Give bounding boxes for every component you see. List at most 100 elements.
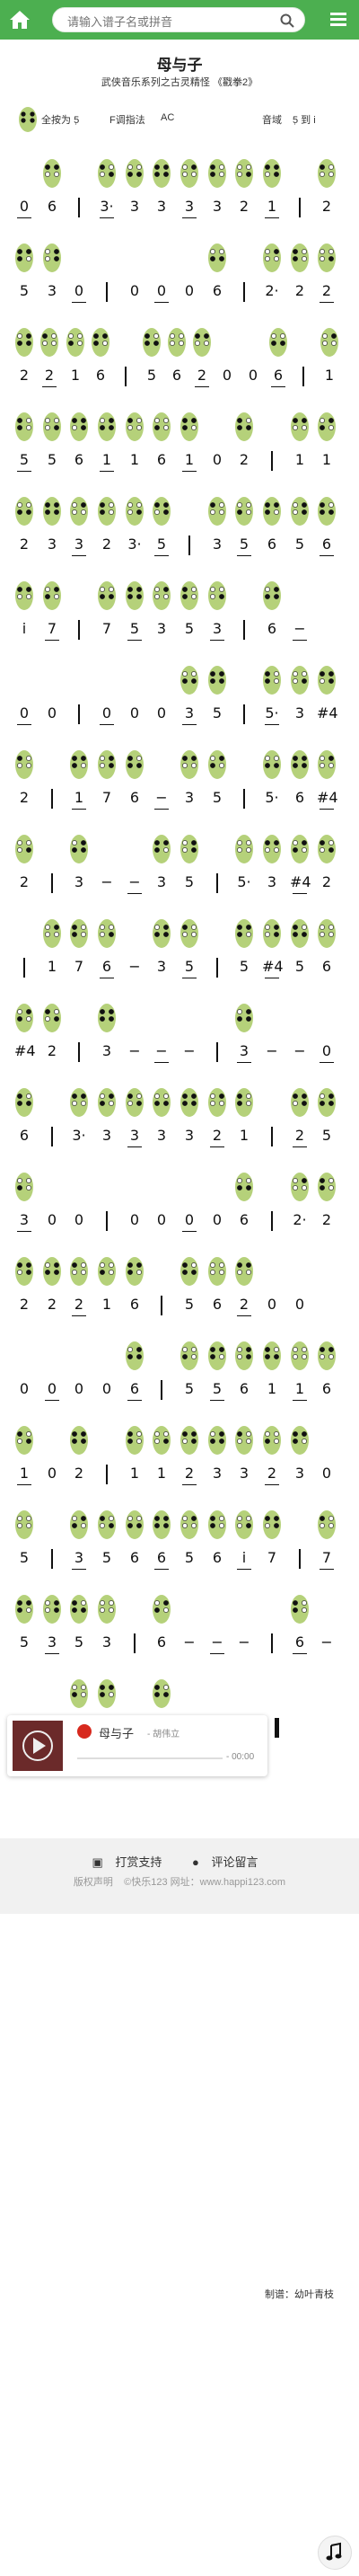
music-note-button[interactable] bbox=[318, 2536, 352, 2570]
note: 3 bbox=[125, 1127, 144, 1147]
ocarina-fingering-icon bbox=[291, 412, 309, 441]
note: 2 bbox=[294, 282, 305, 299]
note: 1 bbox=[321, 451, 332, 468]
note: 2 bbox=[69, 1296, 89, 1316]
ocarina-fingering-icon bbox=[235, 1088, 253, 1117]
ocarina-fingering-icon bbox=[15, 243, 33, 272]
ocarina-fingering-icon bbox=[153, 835, 171, 863]
ocarina-fingering-icon bbox=[193, 328, 211, 357]
fingering-row bbox=[14, 1421, 345, 1459]
note: 3 bbox=[69, 536, 89, 556]
ocarina-fingering-icon bbox=[98, 919, 116, 948]
note: 1 bbox=[97, 451, 117, 472]
note: − bbox=[152, 789, 171, 810]
ocarina-fingering-icon bbox=[235, 159, 253, 188]
note: 2 bbox=[207, 1127, 227, 1147]
bar-line bbox=[78, 198, 80, 217]
search-icon[interactable] bbox=[279, 13, 295, 29]
bar-line bbox=[302, 367, 304, 386]
ocarina-fingering-icon bbox=[126, 1341, 144, 1370]
copyright-link[interactable]: 版权声明 bbox=[73, 1877, 113, 1888]
note: 0 bbox=[184, 282, 195, 299]
ocarina-fingering-icon bbox=[180, 1426, 198, 1455]
note: − bbox=[152, 1042, 171, 1063]
ocarina-fingering-icon bbox=[263, 1510, 281, 1539]
note: 6 bbox=[290, 1633, 310, 1654]
ocarina-fingering-icon bbox=[43, 159, 61, 188]
player-time: - 00:00 bbox=[226, 1752, 255, 1762]
note: 5 bbox=[184, 873, 195, 890]
ocarina-fingering-icon bbox=[66, 328, 84, 357]
home-icon[interactable] bbox=[7, 7, 32, 32]
note: 2 bbox=[180, 1465, 199, 1485]
music-player[interactable]: 母与子 - 胡伟立 - 00:00 bbox=[7, 1715, 267, 1776]
note: 1 bbox=[267, 1380, 277, 1397]
note: 1 bbox=[156, 1465, 167, 1482]
footer-copyright: 版权声明 ©快乐123 网址：www.happi123.com bbox=[0, 1874, 359, 1889]
note: 6 bbox=[129, 1296, 140, 1313]
note: 3 bbox=[47, 282, 57, 299]
player-song: 母与子 bbox=[99, 1727, 135, 1740]
ocarina-fingering-icon bbox=[126, 1088, 144, 1117]
note: 2 bbox=[74, 1465, 84, 1482]
ocarina-fingering-icon bbox=[98, 581, 116, 610]
note: 0 bbox=[156, 1211, 167, 1228]
comment-link[interactable]: ● 评论留言 bbox=[192, 1855, 258, 1869]
note: 2 bbox=[317, 282, 337, 303]
bar-line bbox=[23, 958, 25, 978]
ocarina-fingering-icon bbox=[180, 919, 198, 948]
ocarina-fingering-icon bbox=[153, 1426, 171, 1455]
note: 1 bbox=[180, 451, 199, 472]
progress-bar[interactable] bbox=[77, 1757, 223, 1759]
note: 3 bbox=[101, 1127, 112, 1144]
ocarina-fingering-icon bbox=[208, 1257, 226, 1286]
note: 5 bbox=[321, 1127, 332, 1144]
netease-icon bbox=[77, 1724, 92, 1739]
ocarina-fingering-icon bbox=[318, 1510, 336, 1539]
ocarina-fingering-icon bbox=[318, 243, 336, 272]
ocarina-fingering-icon bbox=[98, 1088, 116, 1117]
ocarina-fingering-icon bbox=[235, 1173, 253, 1201]
album-cover[interactable] bbox=[13, 1721, 63, 1771]
ocarina-fingering-icon bbox=[153, 159, 171, 188]
search-input[interactable] bbox=[66, 13, 276, 31]
ocarina-fingering-icon bbox=[235, 497, 253, 526]
note: 3 bbox=[129, 198, 140, 215]
ocarina-fingering-icon bbox=[318, 666, 336, 695]
play-icon[interactable] bbox=[33, 1738, 46, 1754]
ocarina-fingering-icon bbox=[98, 750, 116, 779]
search-box[interactable] bbox=[52, 7, 305, 32]
fingering-row bbox=[14, 1675, 345, 1713]
fingering-row bbox=[14, 1253, 345, 1290]
note: 0 bbox=[294, 1296, 305, 1313]
bar-line bbox=[299, 1549, 301, 1569]
note: 0 bbox=[19, 1380, 30, 1397]
song-title: 母与子 bbox=[156, 57, 203, 74]
ocarina-fingering-icon bbox=[318, 1088, 336, 1117]
note: − bbox=[183, 1633, 196, 1651]
tip-link[interactable]: ▣ 打赏支持 bbox=[92, 1855, 162, 1869]
note: 2 bbox=[262, 1465, 282, 1485]
ocarina-fingering-icon bbox=[126, 497, 144, 526]
note: 2 bbox=[19, 1296, 30, 1313]
ocarina-fingering-icon bbox=[263, 497, 281, 526]
note: 6 bbox=[212, 1296, 223, 1313]
note: 5 bbox=[212, 704, 223, 721]
note: 3 bbox=[42, 1633, 62, 1654]
ocarina-fingering-icon bbox=[235, 1004, 253, 1032]
ocarina-fingering-icon bbox=[153, 497, 171, 526]
note: 1 bbox=[129, 451, 140, 468]
note: 1 bbox=[324, 367, 335, 384]
note: 3 bbox=[69, 1549, 89, 1570]
note: 0 bbox=[212, 451, 223, 468]
menu-icon[interactable] bbox=[328, 9, 348, 29]
note: − bbox=[128, 1042, 141, 1059]
note: 7 bbox=[74, 958, 84, 975]
